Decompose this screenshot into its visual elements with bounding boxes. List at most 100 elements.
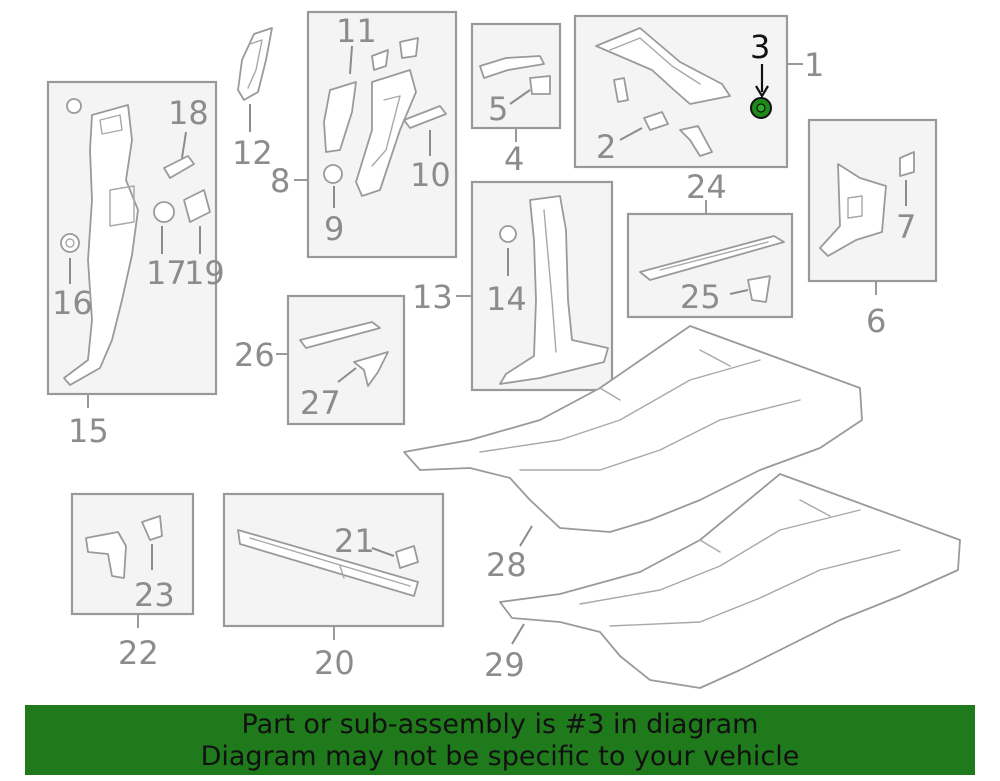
callout-11: 11 (336, 12, 377, 50)
callout-21: 21 (334, 522, 375, 560)
clip-2-part (643, 111, 669, 131)
pillar-trim-part (63, 104, 139, 386)
trim-6-part (819, 163, 887, 257)
clip-16-part (60, 233, 80, 253)
callout-1: 1 (804, 46, 824, 84)
clip-9-part (323, 164, 343, 184)
panel-6-group: 6 7 (807, 118, 938, 340)
carpet-29-part (499, 473, 961, 689)
arrow-18 (181, 131, 187, 159)
bracket-22-part (85, 531, 127, 579)
handle-18-part (163, 155, 195, 179)
sill-rail-part (237, 529, 419, 597)
callout-19: 19 (184, 254, 225, 292)
grab-handle-12-detail (247, 39, 263, 89)
carpet-28-part (403, 325, 863, 533)
callout-18: 18 (168, 94, 209, 132)
arrow-25 (729, 289, 749, 295)
b-pillar-detail (371, 95, 401, 167)
panel-20-group: 20 21 (222, 492, 445, 682)
panel-26-group: 26 27 (234, 294, 406, 426)
banner-line-1: Part or sub-assembly is #3 in diagram (241, 709, 759, 740)
callout-10: 10 (410, 156, 451, 194)
bracket-part (679, 125, 713, 157)
sill-plate-detail (659, 241, 769, 271)
clip-19-part (183, 189, 211, 223)
clip-27-part (353, 351, 389, 387)
callout-2: 2 (596, 128, 616, 166)
panel-22-group: 22 23 (70, 492, 195, 672)
clip-14-part (499, 225, 517, 243)
carpet-29-detail (579, 499, 901, 627)
banner-line-2: Diagram may not be specific to your vehi… (200, 741, 800, 772)
trim-6-detail (847, 195, 863, 219)
callout-8: 8 (270, 162, 290, 200)
clip-21-part (395, 545, 419, 569)
arrow-21 (371, 547, 395, 557)
b-pillar-trim-part (355, 69, 417, 197)
carpet-28-group: 28 (403, 325, 863, 584)
arrow-29 (511, 623, 525, 645)
callout-15: 15 (68, 412, 109, 450)
pillar-trim-detail (99, 114, 135, 227)
part-12-group: 12 (232, 27, 273, 172)
pillar-13-part (499, 195, 609, 385)
callout-26: 26 (234, 336, 275, 374)
callout-22: 22 (118, 634, 159, 672)
clip-5-part (529, 75, 551, 95)
clip-7-part (899, 151, 915, 177)
cowl-panel-detail (609, 37, 701, 85)
arrow-27 (337, 367, 357, 383)
callout-6: 6 (866, 302, 886, 340)
carpet-28-detail (479, 349, 801, 471)
panel-13-group: 13 14 (412, 180, 614, 392)
pillar-13-detail (543, 209, 557, 353)
highlighted-part-3-inner (756, 103, 766, 113)
callout-17: 17 (146, 254, 187, 292)
grab-handle-12-part (237, 27, 273, 101)
sill-rail-detail (249, 537, 411, 587)
callout-24: 24 (686, 168, 727, 206)
arrow-28 (519, 525, 533, 547)
callout-29: 29 (484, 646, 525, 684)
screw-part (613, 77, 629, 103)
b-pillar-lower-part (323, 81, 357, 153)
callout-28: 28 (486, 546, 527, 584)
carpet-29-group: 29 (484, 473, 961, 689)
panel-15-group: 15 16 17 18 19 (46, 80, 225, 450)
callout-27: 27 (300, 384, 341, 422)
handle-10-part (403, 105, 447, 129)
callout-25: 25 (680, 278, 721, 316)
info-banner: Part or sub-assembly is #3 in diagram Di… (25, 705, 975, 775)
arrow-2 (619, 127, 643, 141)
callout-7: 7 (896, 208, 916, 246)
arrow-5 (509, 89, 531, 105)
arrow-3-head (755, 85, 769, 99)
panel-24-group: 25 (626, 212, 794, 319)
panel-4-group: 4 5 (470, 22, 562, 178)
panel-22-box (70, 492, 195, 616)
panel-1-group: 1 2 3 24 (573, 14, 824, 214)
callout-3: 3 (750, 28, 770, 66)
callout-12: 12 (232, 134, 273, 172)
clip-16-inner (65, 238, 75, 248)
callout-16: 16 (52, 284, 93, 322)
callout-13: 13 (412, 278, 453, 316)
clip-23-part (141, 515, 163, 541)
panel-8-group: 8 9 10 11 (270, 10, 458, 259)
clip-17-part (153, 201, 175, 223)
callout-23: 23 (134, 576, 175, 614)
clip-25-part (747, 275, 771, 303)
callout-20: 20 (314, 644, 355, 682)
callout-5: 5 (488, 90, 508, 128)
sill-26-part (299, 321, 381, 349)
clip-11a-part (371, 49, 389, 71)
arrow-11 (349, 45, 353, 75)
clip-11b-part (399, 37, 419, 59)
clip-top-part (66, 98, 82, 114)
handle-4-part (479, 55, 545, 79)
callout-4: 4 (504, 140, 524, 178)
callout-14: 14 (486, 280, 527, 318)
cowl-panel-part (595, 27, 731, 105)
